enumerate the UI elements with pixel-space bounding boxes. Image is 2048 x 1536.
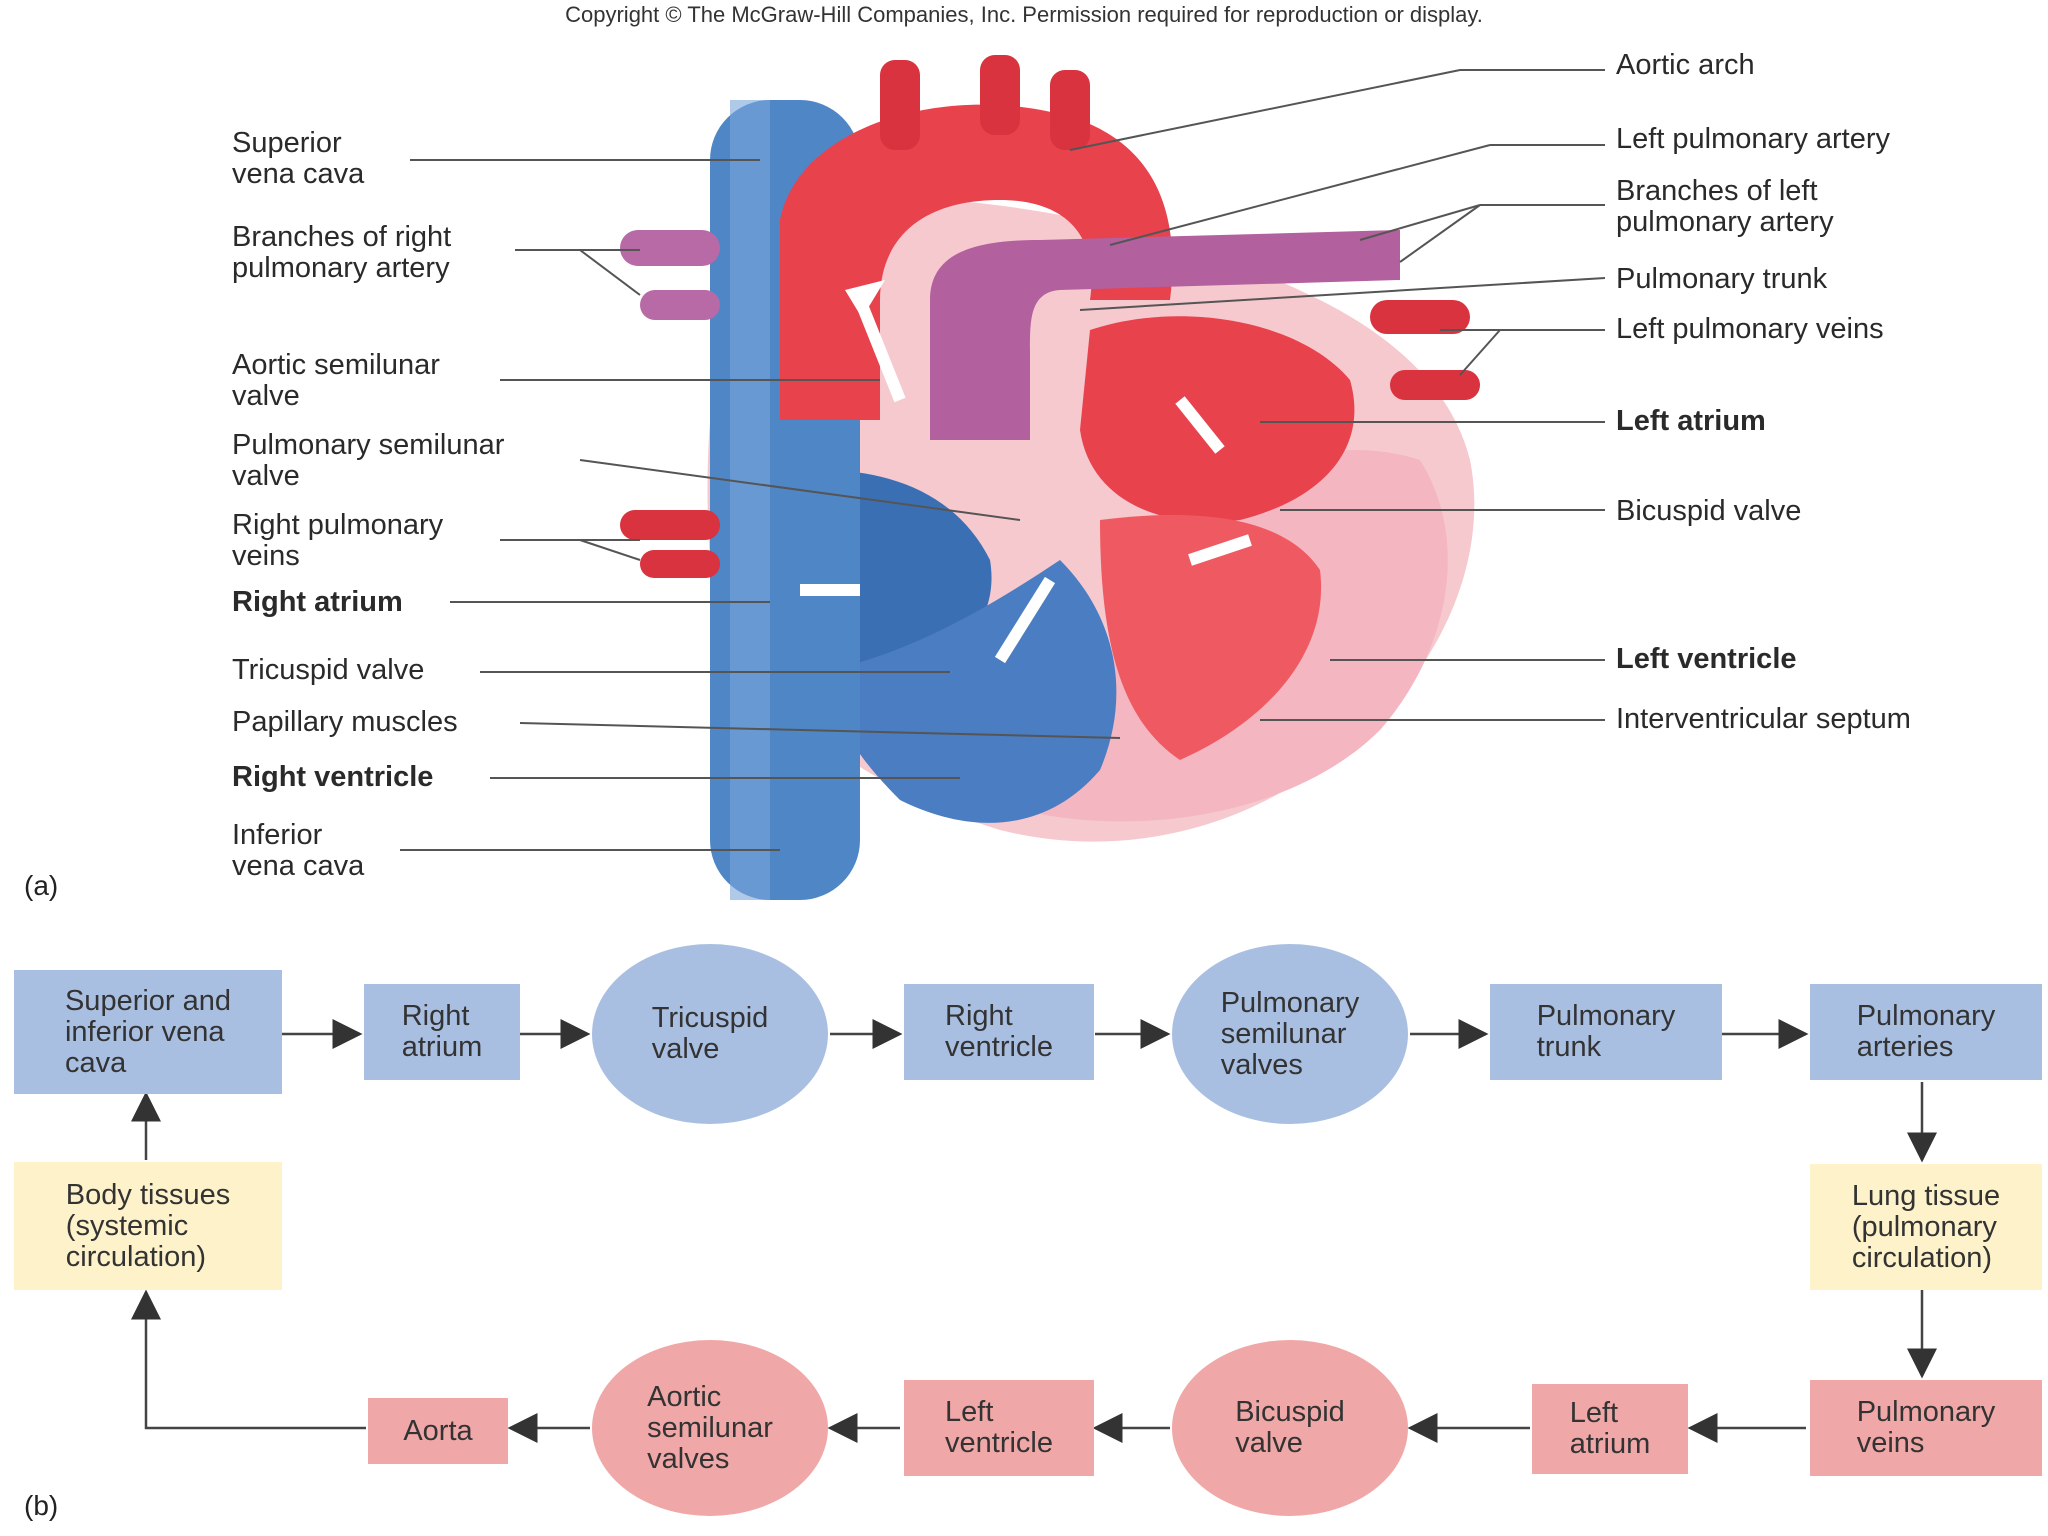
- left-ventricle-cavity: [1100, 515, 1322, 760]
- label-pulmonary-trunk: Pulmonary trunk: [1616, 263, 1828, 295]
- label-left-atrium: Left atrium: [1616, 405, 1766, 437]
- label-right-pulmonary-veins: Right pulmonary veins: [232, 509, 444, 572]
- node-pulmonary-trunk: Pulmonary trunk: [1490, 984, 1722, 1080]
- node-body-tissues: Body tissues (systemic circulation): [14, 1162, 282, 1290]
- node-tricuspid-valve: Tricuspid valve: [592, 944, 828, 1124]
- node-aortic-semilunar-valves: Aortic semilunar valves: [592, 1340, 828, 1516]
- node-pulmonary-veins: Pulmonary veins: [1810, 1380, 2042, 1476]
- node-lung-tissue: Lung tissue (pulmonary circulation): [1810, 1164, 2042, 1290]
- node-pulmonary-semilunar-valves: Pulmonary semilunar valves: [1172, 944, 1408, 1124]
- leader-lines: [400, 69, 1606, 851]
- node-bicuspid-valve: Bicuspid valve: [1172, 1340, 1408, 1516]
- label-pulmonary-semilunar-valve: Pulmonary semilunar valve: [232, 429, 505, 492]
- node-left-atrium: Left atrium: [1532, 1384, 1688, 1474]
- left-atrium-shape: [1080, 316, 1355, 522]
- copyright-notice: Copyright © The McGraw-Hill Companies, I…: [565, 2, 1483, 27]
- label-inferior-vena-cava: Inferior vena cava: [232, 819, 365, 882]
- node-left-ventricle: Left ventricle: [904, 1380, 1094, 1476]
- label-left-pulmonary-veins: Left pulmonary veins: [1616, 313, 1884, 345]
- label-right-ventricle: Right ventricle: [232, 761, 434, 793]
- node-aorta: Aorta: [368, 1398, 508, 1464]
- node-right-ventricle: Right ventricle: [904, 984, 1094, 1080]
- node-right-atrium: Right atrium: [364, 984, 520, 1080]
- panel-b-label: (b): [24, 1490, 59, 1521]
- node-vena-cava: Superior and inferior vena cava: [14, 970, 282, 1094]
- label-left-ventricle: Left ventricle: [1616, 643, 1797, 675]
- label-aortic-arch: Aortic arch: [1616, 49, 1755, 81]
- label-bicuspid-valve: Bicuspid valve: [1616, 495, 1802, 527]
- heart-illustration: [400, 55, 1606, 900]
- right-ventricle-shape: [830, 560, 1117, 823]
- label-papillary-muscles: Papillary muscles: [232, 706, 458, 738]
- label-tricuspid-valve: Tricuspid valve: [232, 654, 425, 686]
- panel-a-label: (a): [24, 870, 59, 901]
- label-branches-right-pulmonary-artery: Branches of right pulmonary artery: [232, 221, 452, 284]
- label-right-atrium: Right atrium: [232, 586, 403, 618]
- node-pulmonary-arteries: Pulmonary arteries: [1810, 984, 2042, 1080]
- label-aortic-semilunar-valve: Aortic semilunar valve: [232, 349, 440, 412]
- label-superior-vena-cava: Superior vena cava: [232, 127, 365, 190]
- label-branches-left-pulmonary-artery: Branches of left pulmonary artery: [1616, 175, 1834, 238]
- pulmonary-trunk-shape: [930, 230, 1400, 440]
- label-interventricular-septum: Interventricular septum: [1616, 703, 1911, 735]
- label-left-pulmonary-artery: Left pulmonary artery: [1616, 123, 1891, 155]
